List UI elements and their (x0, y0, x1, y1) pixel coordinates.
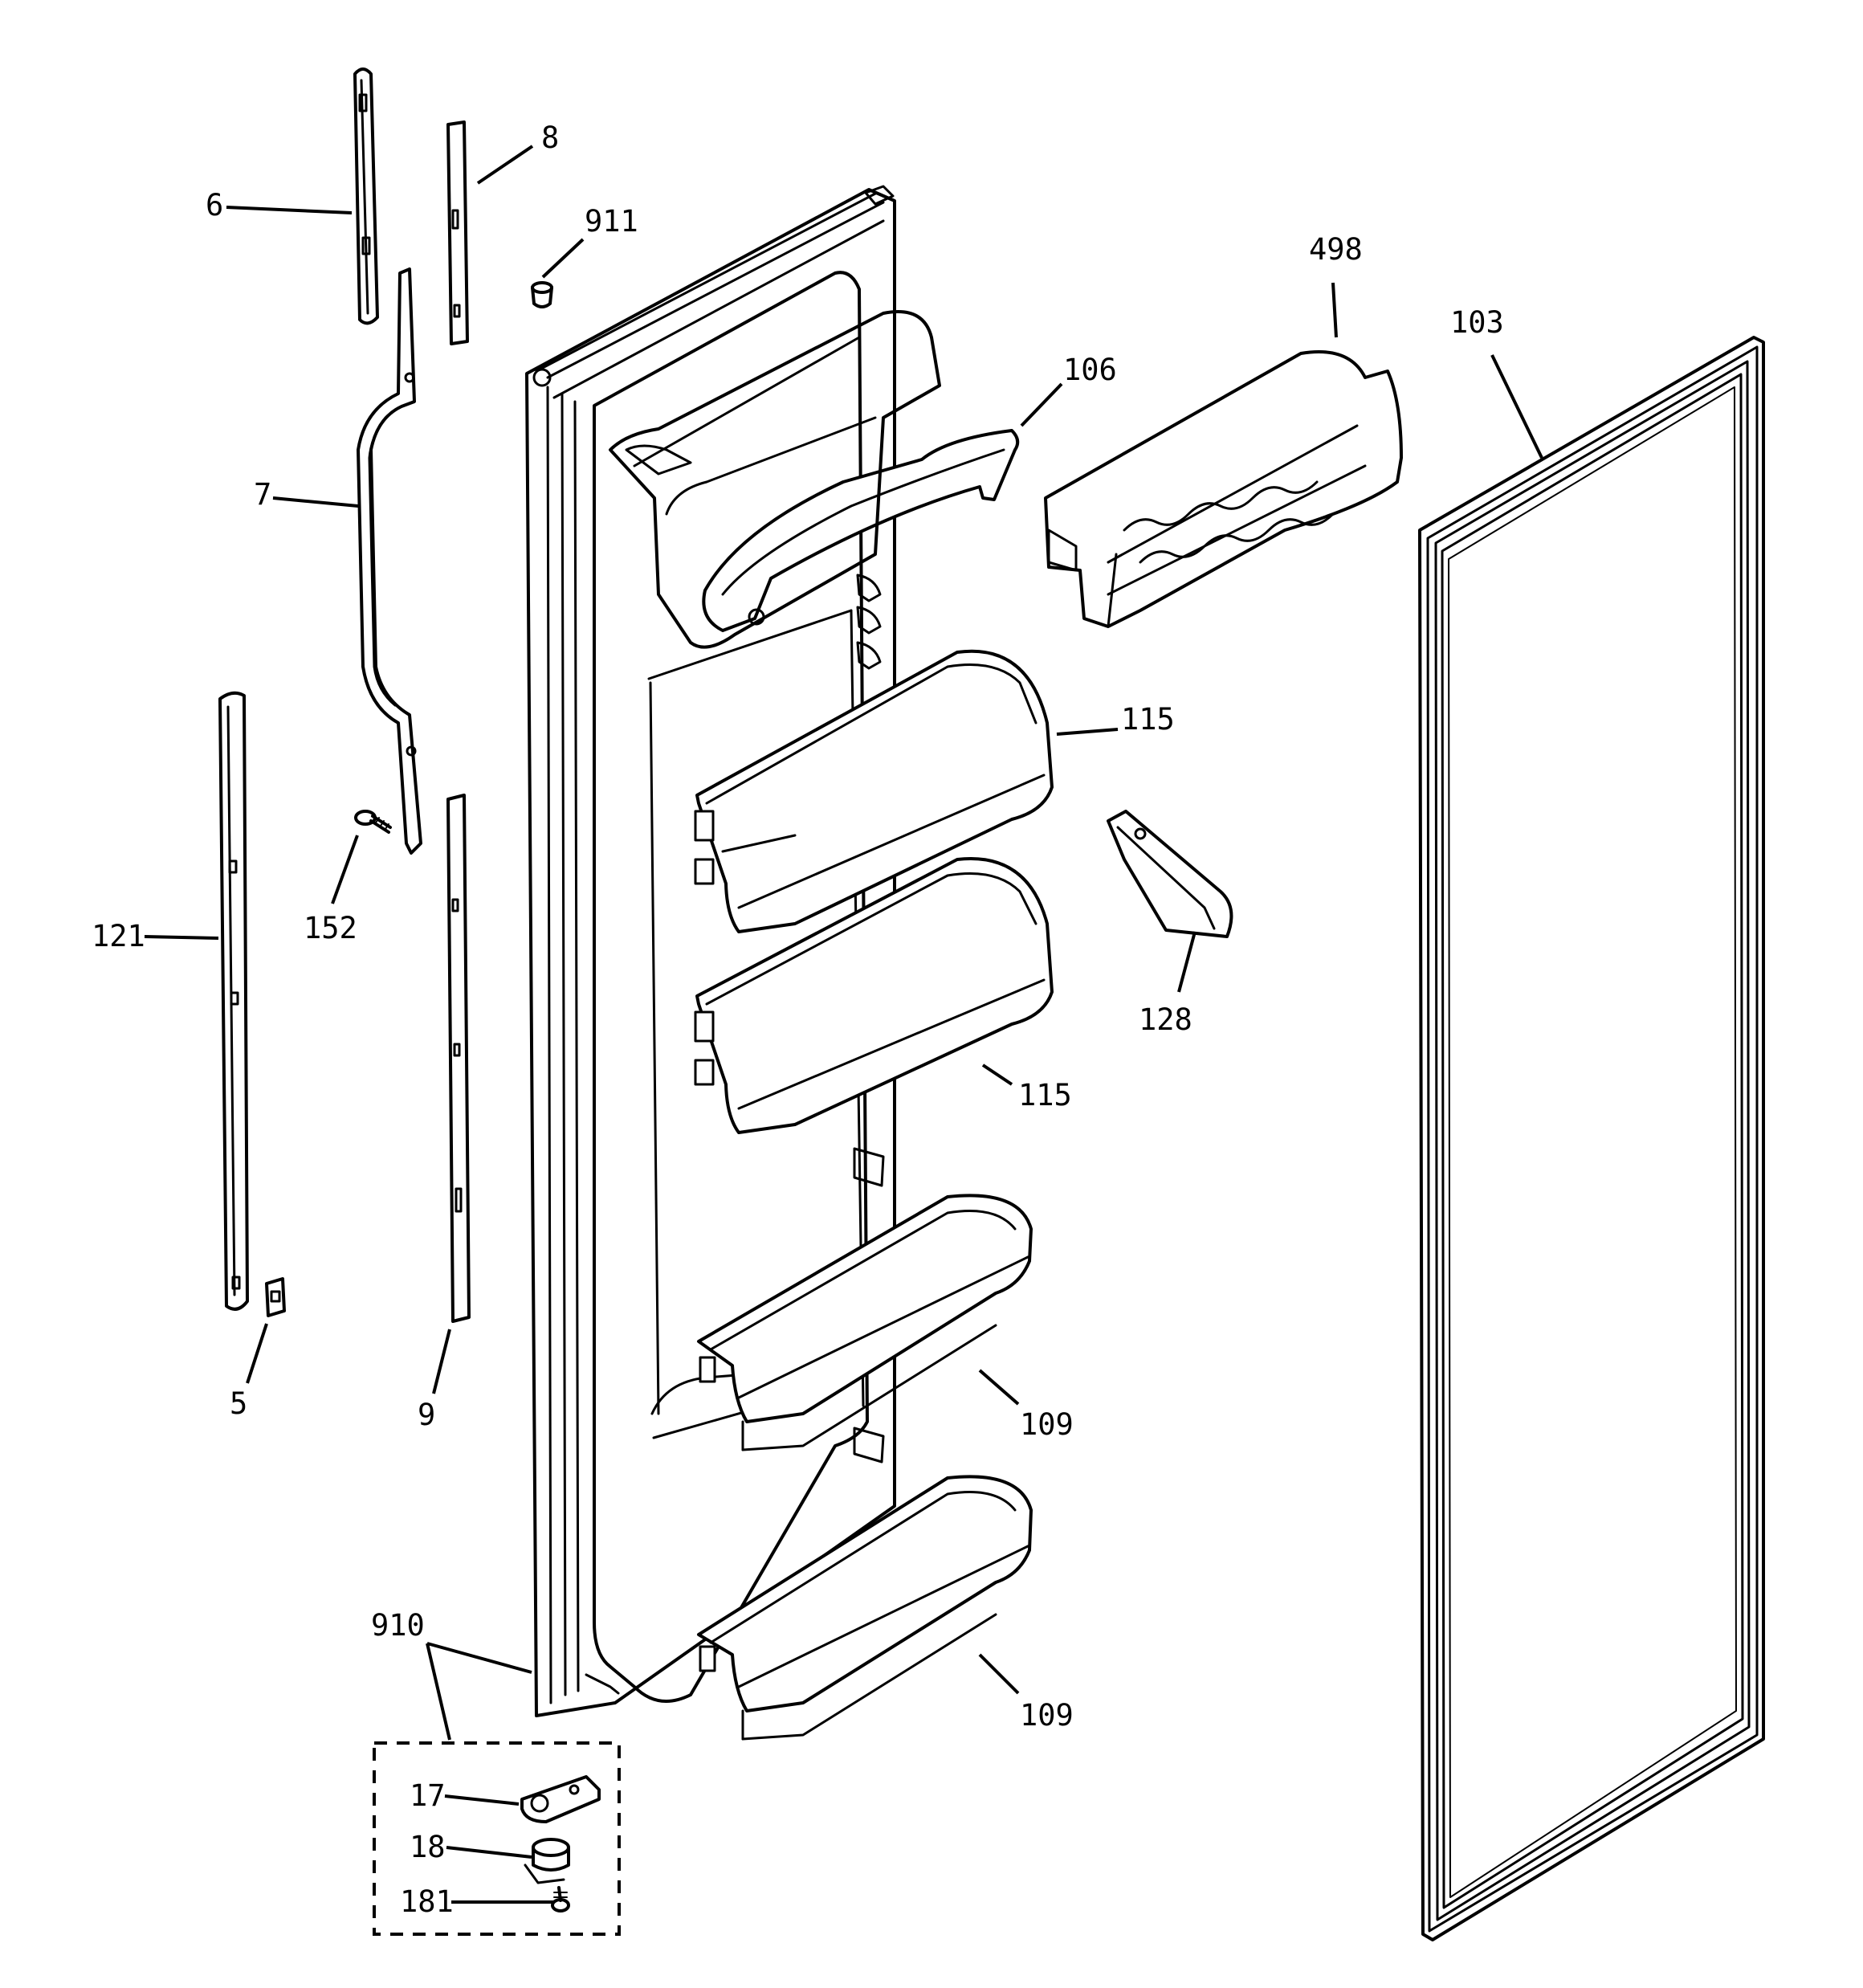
part-109-lower-bin (697, 1475, 1033, 1741)
part-106-dairy-door (702, 429, 1020, 632)
callout-498: 498 (1309, 232, 1363, 267)
callout-115-upper: 115 (1121, 702, 1175, 737)
callout-109-upper: 109 (1020, 1407, 1074, 1442)
callout-103: 103 (1450, 305, 1504, 340)
part-115-lower-bin (694, 857, 1054, 1134)
part-109-upper-bin (697, 1194, 1033, 1451)
part-181-screw (551, 1886, 570, 1912)
callout-5: 5 (230, 1386, 247, 1421)
hinge-parts-box (373, 1741, 621, 1936)
callout-910: 910 (371, 1608, 425, 1643)
callout-106: 106 (1063, 353, 1117, 387)
part-128-divider (1107, 810, 1233, 938)
callout-9: 9 (418, 1398, 435, 1432)
part-6-top-trim (353, 67, 379, 325)
callout-8: 8 (541, 120, 559, 155)
door-frame (525, 185, 896, 1717)
callout-181: 181 (400, 1884, 454, 1919)
callout-911: 911 (585, 204, 638, 239)
callout-7: 7 (254, 477, 271, 512)
part-115-upper-bin (694, 649, 1054, 933)
callout-109-lower: 109 (1020, 1698, 1074, 1733)
callout-115-lower: 115 (1018, 1078, 1072, 1112)
callout-128: 128 (1139, 1002, 1192, 1037)
part-152-screw (354, 810, 392, 834)
part-121-side-trim (218, 691, 249, 1311)
callout-17: 17 (410, 1778, 446, 1813)
part-17-hinge-plate (520, 1775, 601, 1823)
callout-labels: 6 8 911 498 103 106 7 115 115 121 152 12… (92, 120, 1504, 1919)
part-911-plug (531, 281, 553, 308)
part-103-gasket (1418, 336, 1765, 1941)
upper-liner-bin (609, 310, 941, 649)
part-8-strip (446, 120, 469, 345)
part-5-clip (265, 1277, 286, 1317)
part-18-hinge-pin (524, 1838, 570, 1884)
part-498-egg-tray (1044, 350, 1403, 628)
callout-152: 152 (304, 911, 357, 945)
part-7-handle (357, 267, 422, 855)
callout-121: 121 (92, 919, 145, 953)
leader-lines (144, 145, 1543, 1904)
callout-6: 6 (206, 188, 223, 222)
callout-18: 18 (410, 1830, 446, 1864)
liner-tabs (853, 574, 885, 1463)
part-9-strip (446, 794, 471, 1323)
